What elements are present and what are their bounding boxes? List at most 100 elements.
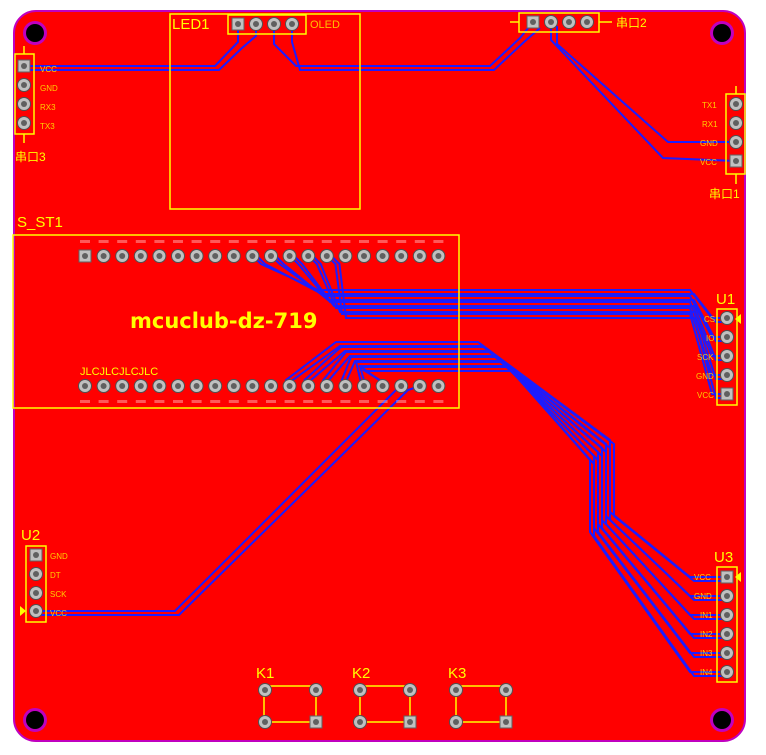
silk-pin-mark [303,400,314,403]
silk-pin-mark [228,400,239,403]
board-outline [13,10,746,742]
chuankou1-pad-hole [733,139,739,145]
silk-pin-mark [340,400,351,403]
silk-pin-mark [321,400,332,403]
s-st1-top-pad-hole [305,253,312,259]
u1-pad-hole [724,334,730,340]
k3-pad-hole [453,687,459,693]
ref-led1: LED1 [172,16,210,33]
silk-pin-mark [359,240,369,243]
silk-pin-mark [117,400,128,403]
trace [289,345,727,582]
led1-pad-hole [289,21,295,27]
trace [274,255,727,342]
chuankou3-pad-hole [21,82,27,88]
silk-pin-mark [303,240,314,243]
u1-pad-hole [724,353,730,359]
svg-text:RX1: RX1 [702,120,718,129]
s-st1-bottom-pad-hole [137,383,144,389]
trace [36,385,401,612]
s-st1-bottom-pad-hole [119,383,126,389]
ref-k3: K3 [448,665,466,682]
u3-pad-hole [724,650,730,656]
s-st1-top-pad-hole [249,253,256,259]
svg-text:VCC: VCC [694,573,711,582]
ref-u1: U1 [716,291,735,308]
silk-pin-mark [359,400,369,403]
trace [24,24,239,67]
svg-text:GND: GND [50,552,68,561]
trace [312,255,727,380]
silk-pin-mark [98,400,109,403]
u2-pad-hole [33,552,39,558]
silk-pin-mark [321,240,332,243]
k2-pad-hole [357,719,363,725]
ref-u3: U3 [714,549,733,566]
s-st1-top-pad-hole [379,253,386,259]
svg-text:RX3: RX3 [40,103,56,112]
silk-pin-mark [80,400,90,403]
chuankou2-pad-hole [548,19,554,25]
svg-text:GND: GND [696,372,714,381]
s-st1-bottom-pad-hole [361,383,367,389]
u3-pad-hole [724,669,730,675]
s-st1-top-pad-hole [137,253,144,259]
silk-pin-mark [98,240,109,243]
svg-text:CS: CS [704,315,715,324]
s-st1-bottom-pad-hole [193,383,200,389]
u1-pad-hole [724,391,730,397]
s-st1-bottom-pad-hole [175,383,181,389]
silk-pin-mark [135,400,146,403]
trace [556,26,736,143]
trace [273,21,534,67]
ref-chuankou1: 串口1 [709,187,740,201]
trace [326,355,727,620]
silk-pin-mark [191,240,202,243]
s-st1-bottom-pad-hole [249,383,256,389]
silk-pin-mark [284,400,295,403]
led1-pad-hole [235,21,241,27]
s-st1-top-pad-hole [361,253,367,259]
silk-pin-mark [154,240,165,243]
s-st1-bottom-pad-hole [100,383,107,389]
chuankou3-pad-hole [21,63,27,69]
k3-pad-hole [503,719,509,725]
silk-pin-mark [247,400,258,403]
chuankou1-pad-hole [733,101,739,107]
s-st1-top-pad-hole [212,253,219,259]
copper-traces [24,21,737,677]
k3-pad-hole [453,719,459,725]
chuankou2-pad-hole [530,19,536,25]
k2-pad-hole [357,687,363,693]
s-st1-bottom-pad-hole [342,383,349,389]
silk-pin-mark [80,240,90,243]
ref-k2: K2 [352,665,370,682]
silk-pin-mark [377,240,388,243]
silk-pin-mark [414,240,425,243]
s-st1-bottom-pad-hole [212,383,219,389]
ref-chuankou3: 串口3 [15,150,46,164]
u1-pad-hole [724,315,730,321]
s-st1-top-pad-hole [342,253,349,259]
trace [330,255,727,399]
svg-text:IO: IO [706,334,714,343]
u3-pad-hole [724,574,730,580]
u3-pad-hole [724,631,730,637]
k2-pad-hole [407,719,413,725]
silk-pin-mark [210,240,221,243]
svg-text:VCC: VCC [50,609,67,618]
trace [256,255,727,323]
silk-pin-mark [173,240,183,243]
led1-title: OLED [310,19,340,31]
chuankou1-pad-hole [733,158,739,164]
s-st1-top-pad-hole [230,253,237,259]
s-st1-top-pad-hole [268,253,274,259]
ref-s-st1: S_ST1 [17,214,63,231]
s-st1-bottom-pad-hole [156,383,163,389]
chuankou2-pad-hole [566,19,572,25]
k1-pad-hole [262,719,268,725]
silkscreen-outlines [12,12,746,723]
s-st1-top-pad-hole [416,253,423,259]
s-st1-top-pad-hole [398,253,405,259]
